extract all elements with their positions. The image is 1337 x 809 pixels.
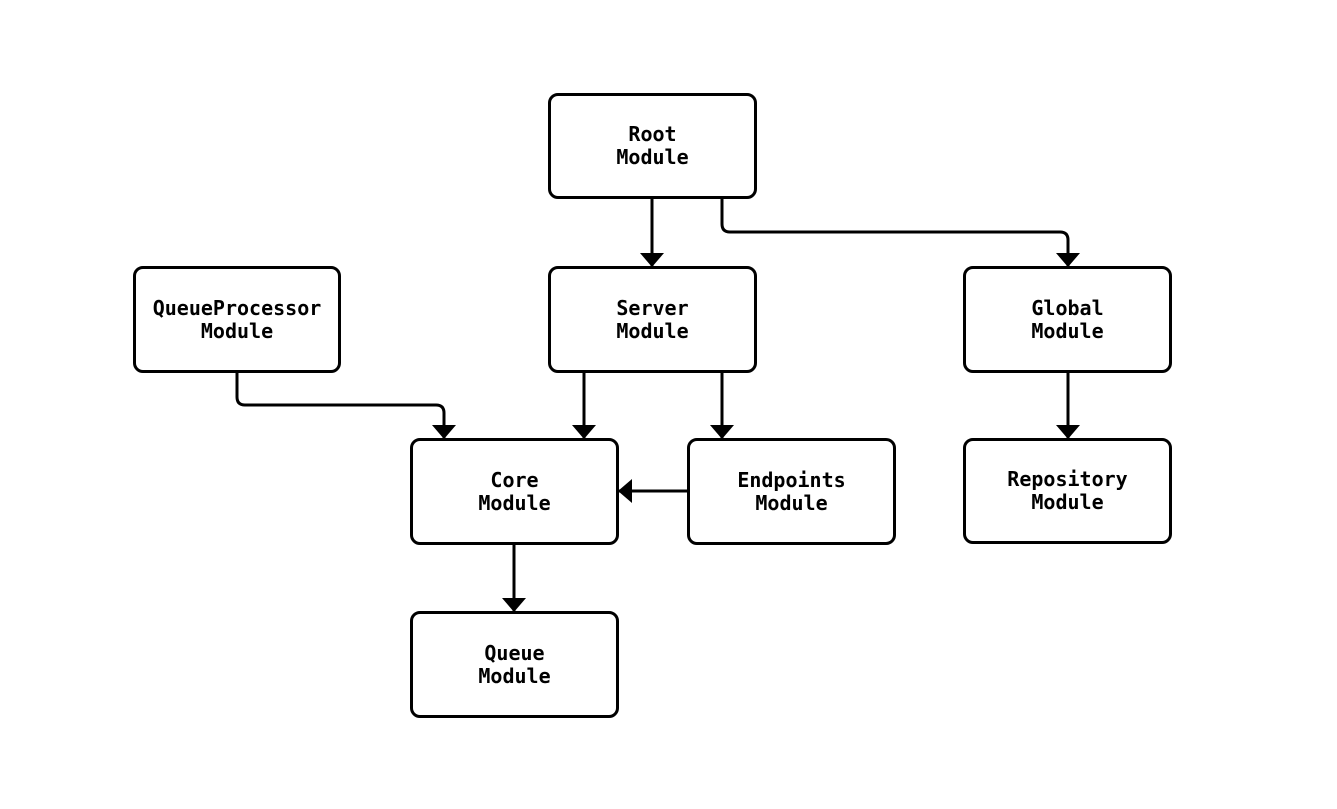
edge-root-to-global [720,198,1080,267]
node-label-line: Root [628,122,677,146]
node-label-line: Module [478,663,551,688]
node-label-line: Module [200,318,274,343]
node-label-line: Module [616,318,689,343]
node-label-line: Queue [484,640,545,665]
node-label-line: Module [1031,318,1104,343]
node-label-line: Server [616,295,689,320]
node-label-line: Repository [1007,467,1128,491]
node-label-line: Module [755,490,828,515]
node-label-line: Module [478,490,551,515]
edge-queueprocessor-to-core [235,373,456,439]
edge-group [235,198,1080,612]
node-label-line: Global [1031,295,1104,320]
node-label-line: Core [490,467,539,492]
node-label-line: Endpoints [737,467,846,492]
node-label-line: QueueProcessor [152,295,322,320]
node-label-line: Module [1031,490,1104,514]
node-label-line: Module [616,145,689,169]
